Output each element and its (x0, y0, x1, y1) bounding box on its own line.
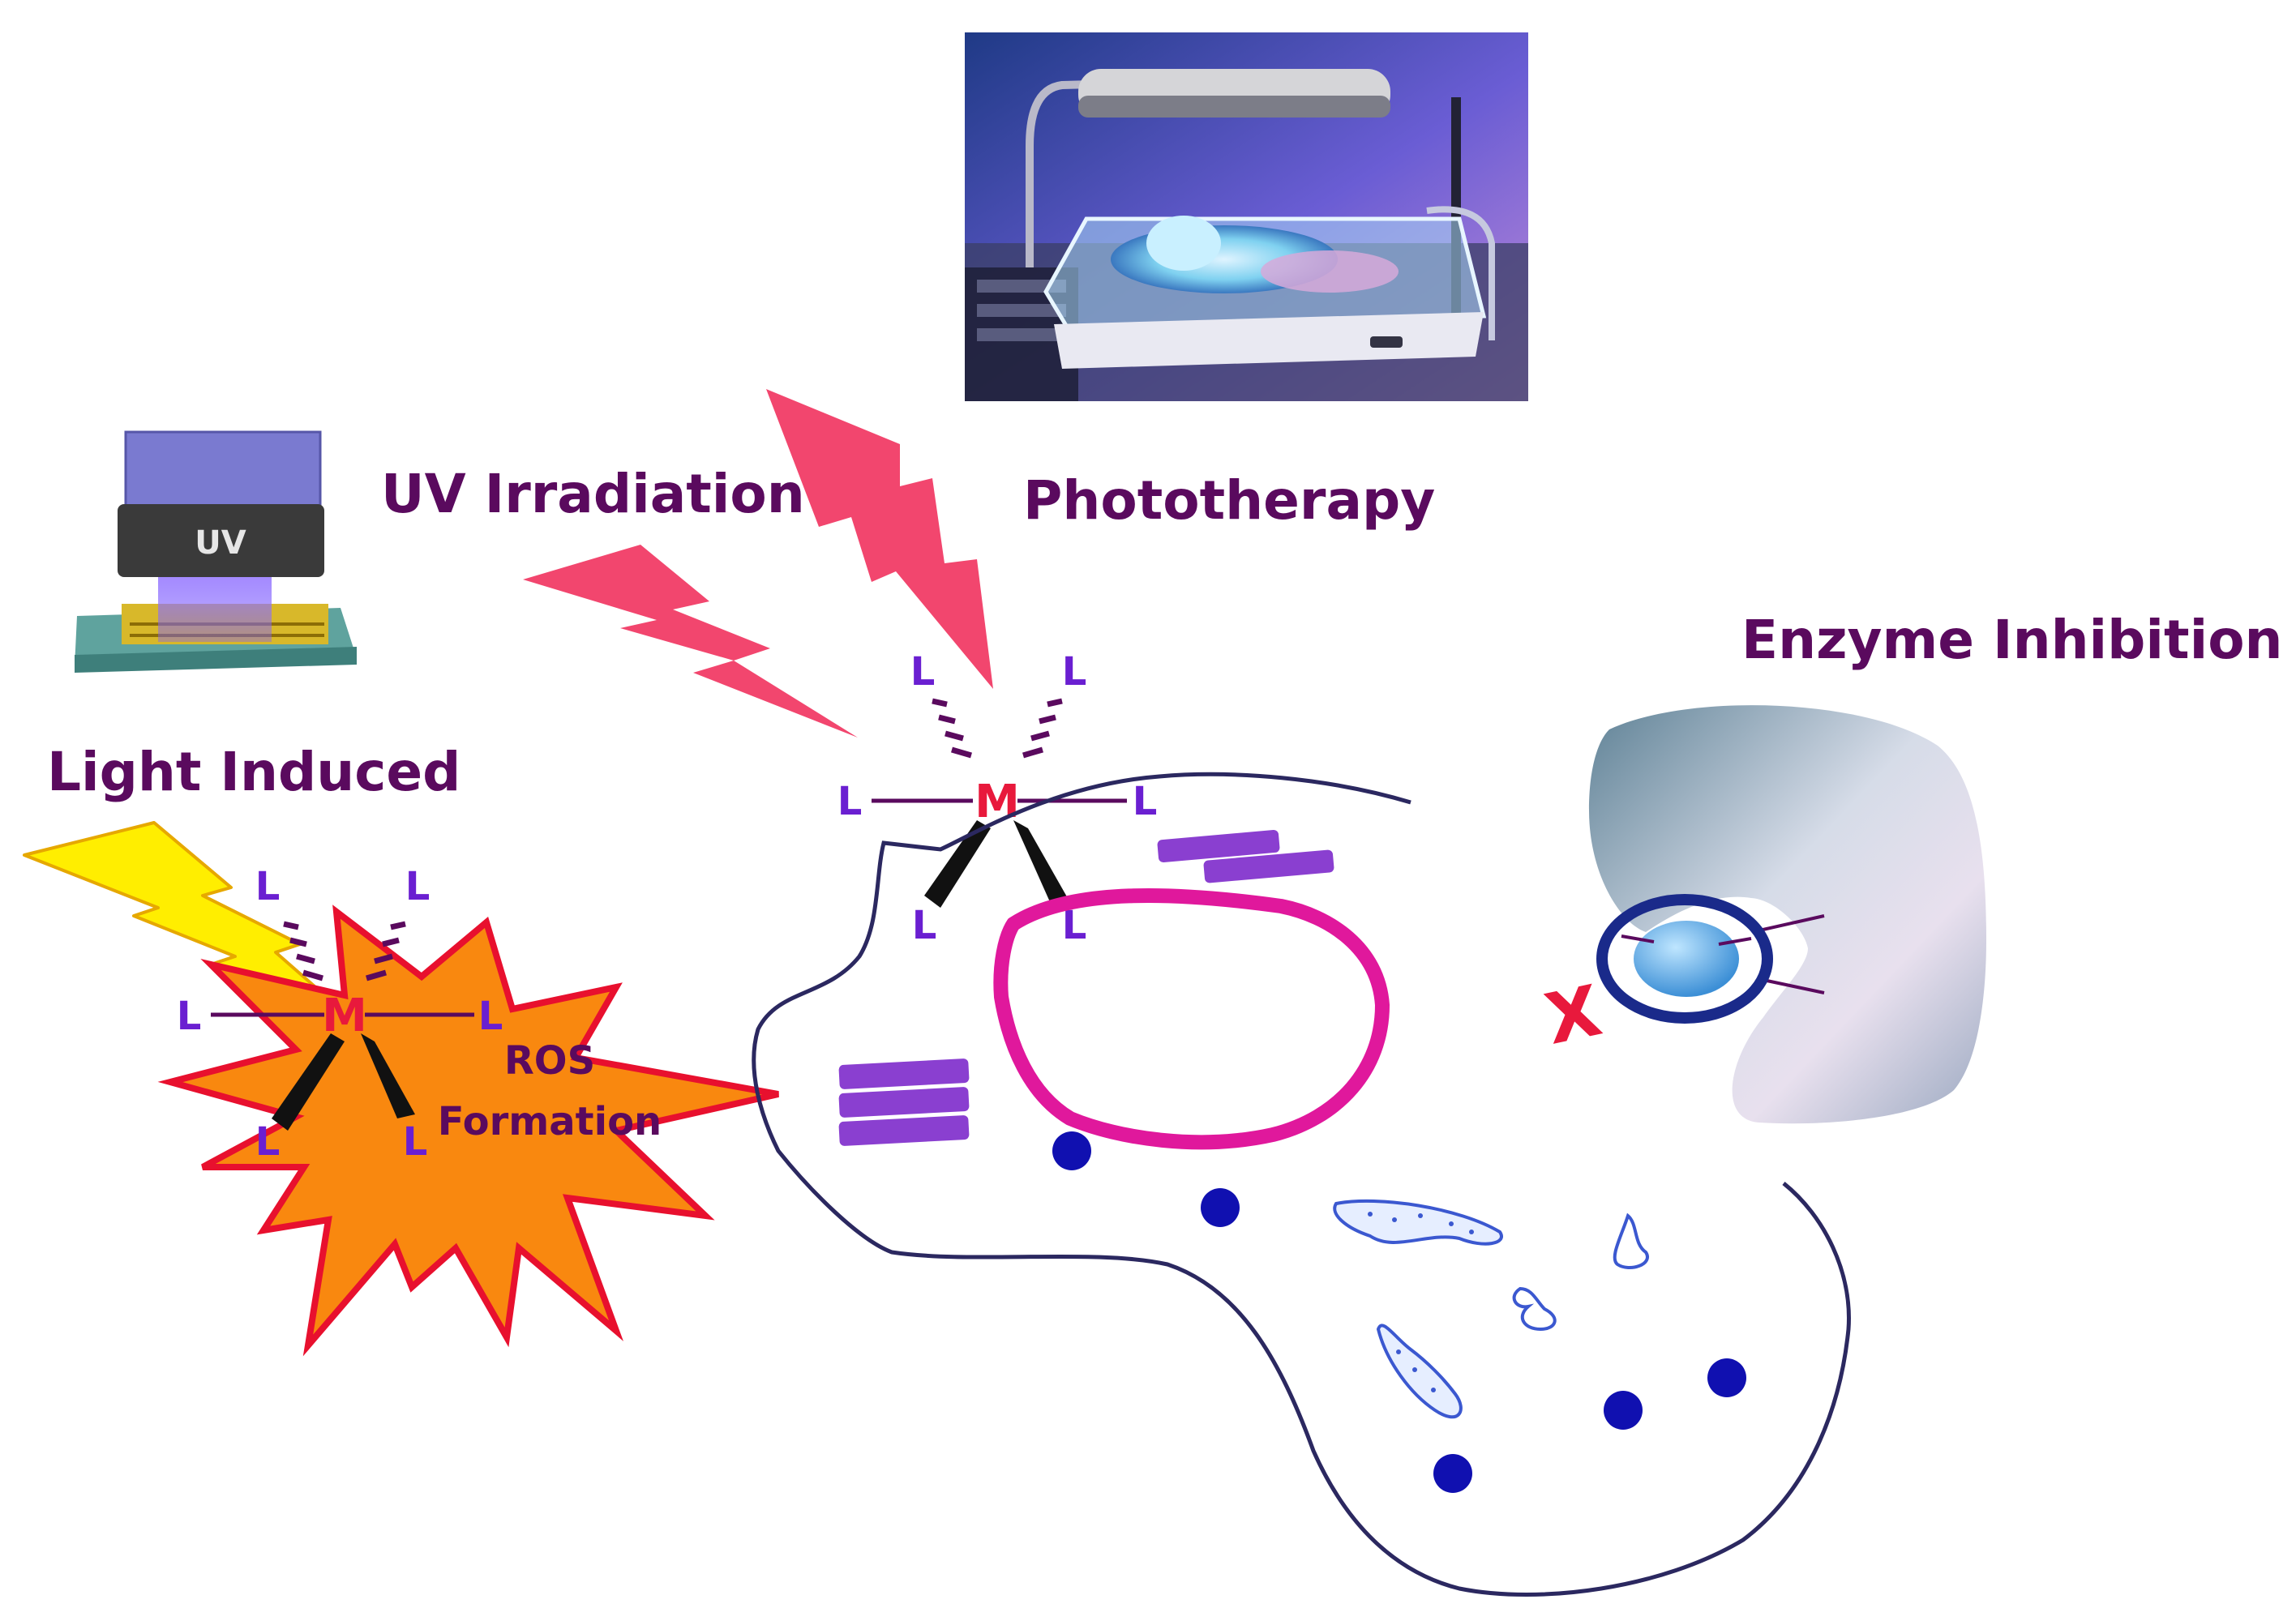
uv-irradiation-label: UV Irradiation (381, 463, 805, 525)
ros-label-line2: Formation (438, 1099, 662, 1144)
er-stack (838, 1058, 970, 1089)
light-induced-bolt (23, 821, 336, 1005)
vesicle (1052, 1131, 1091, 1170)
ligand: L (177, 994, 202, 1039)
er-stack (838, 1087, 970, 1118)
enzyme-inhibition-label: Enzyme Inhibition (1741, 609, 2283, 671)
ligand: L (478, 994, 503, 1039)
ligand: L (912, 903, 937, 948)
substrate-core (1634, 921, 1739, 997)
phototherapy-label: Phototherapy (1023, 469, 1435, 532)
light-induced-label: Light Induced (47, 741, 460, 803)
ligand: L (910, 649, 936, 695)
enzyme-inhibition: X (1539, 705, 1986, 1124)
metal-center: M (322, 990, 367, 1042)
metal-complex-light-induced: M L L L L L L (177, 864, 503, 1165)
inhibition-x-mark: X (1539, 970, 1608, 1061)
metal-complex-phototherapy: M L L L L L L (837, 649, 1158, 948)
substrate-ring (1596, 894, 1773, 1024)
phototherapy-photo (965, 32, 1528, 401)
ligand: L (255, 864, 281, 909)
cell-membrane (752, 772, 1851, 1597)
mitochondrion (1376, 1324, 1463, 1419)
ligand: L (255, 1119, 281, 1165)
enzyme-shape (1589, 705, 1986, 1124)
ligand: L (837, 779, 863, 824)
er-stack (838, 1115, 970, 1146)
ligand: L (403, 1119, 428, 1165)
ros-formation-starburst: ROS Formation (157, 904, 779, 1357)
vesicle (1604, 1391, 1643, 1430)
vesicle (1433, 1454, 1472, 1493)
ligand: L (1133, 779, 1158, 824)
phototherapy-bolt (766, 389, 993, 689)
uv-irradiation-bolt (523, 545, 858, 738)
er-stack (1203, 849, 1334, 883)
mitochondrion (1333, 1199, 1503, 1246)
vesicle (1201, 1188, 1240, 1227)
small-organelle (1613, 1212, 1649, 1269)
er-stack (1157, 830, 1280, 862)
vesicle (1707, 1358, 1746, 1397)
small-organelle (1512, 1286, 1557, 1332)
uv-device-label: UV (195, 524, 246, 562)
ros-label-line1: ROS (504, 1038, 595, 1084)
ligand: L (1062, 649, 1087, 695)
cell (752, 772, 1851, 1597)
uv-lamp-device: UV (75, 430, 357, 673)
ligand: L (405, 864, 430, 909)
nucleus (993, 887, 1390, 1150)
